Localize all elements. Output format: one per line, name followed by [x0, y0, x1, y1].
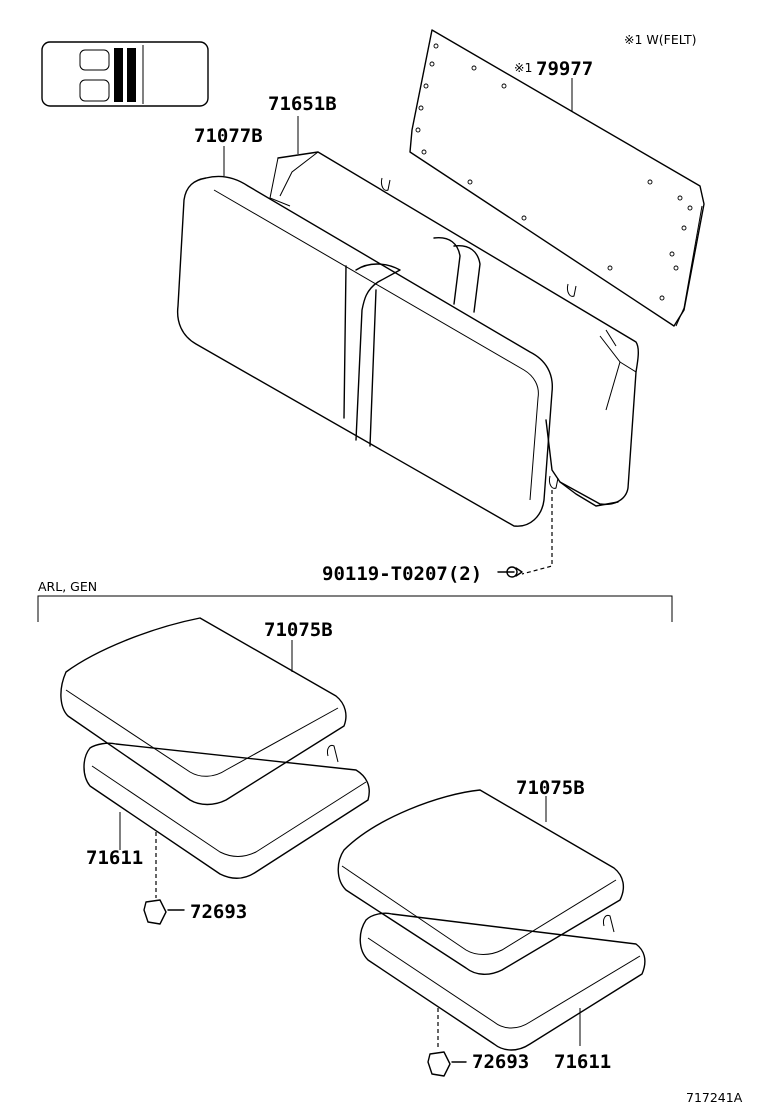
cushion-cover-right [337, 789, 625, 975]
cushion-pad-left [83, 742, 370, 879]
part-label-clip-right: 72693 [472, 1051, 529, 1073]
part-label-cushion-cover-left: 71075B [264, 619, 333, 641]
part-label-cushion-cover-right: 71075B [516, 777, 585, 799]
cushion-pad-right [359, 912, 646, 1051]
part-label-cushion-pad-left: 71611 [86, 847, 143, 869]
felt-panel [409, 29, 705, 327]
part-label-clip-left: 72693 [190, 901, 247, 923]
part-label-seatback-cover: 71651B [268, 93, 337, 115]
felt-note-label: ※1 W(FELT) [624, 32, 696, 47]
clip-left [143, 832, 185, 925]
clip-right [427, 1008, 467, 1077]
seatback-cover [269, 151, 639, 507]
bolt-fastener [497, 475, 559, 578]
part-label-seatback-assembly: 71077B [194, 125, 263, 147]
vehicle-locator-icon [41, 41, 209, 107]
cushion-cover-left [60, 617, 347, 806]
diagram-id-label: 717241A [686, 1090, 743, 1105]
leader-lines [119, 78, 581, 1046]
variant-bracket [37, 595, 673, 622]
felt-prefix-label: ※1 [514, 60, 532, 75]
part-label-felt: 79977 [536, 58, 593, 80]
part-label-bolt: 90119-T0207(2) [322, 563, 482, 585]
variant-label: ARL, GEN [38, 579, 97, 594]
part-label-cushion-pad-right: 71611 [554, 1051, 611, 1073]
seatback-assembly [176, 175, 553, 527]
